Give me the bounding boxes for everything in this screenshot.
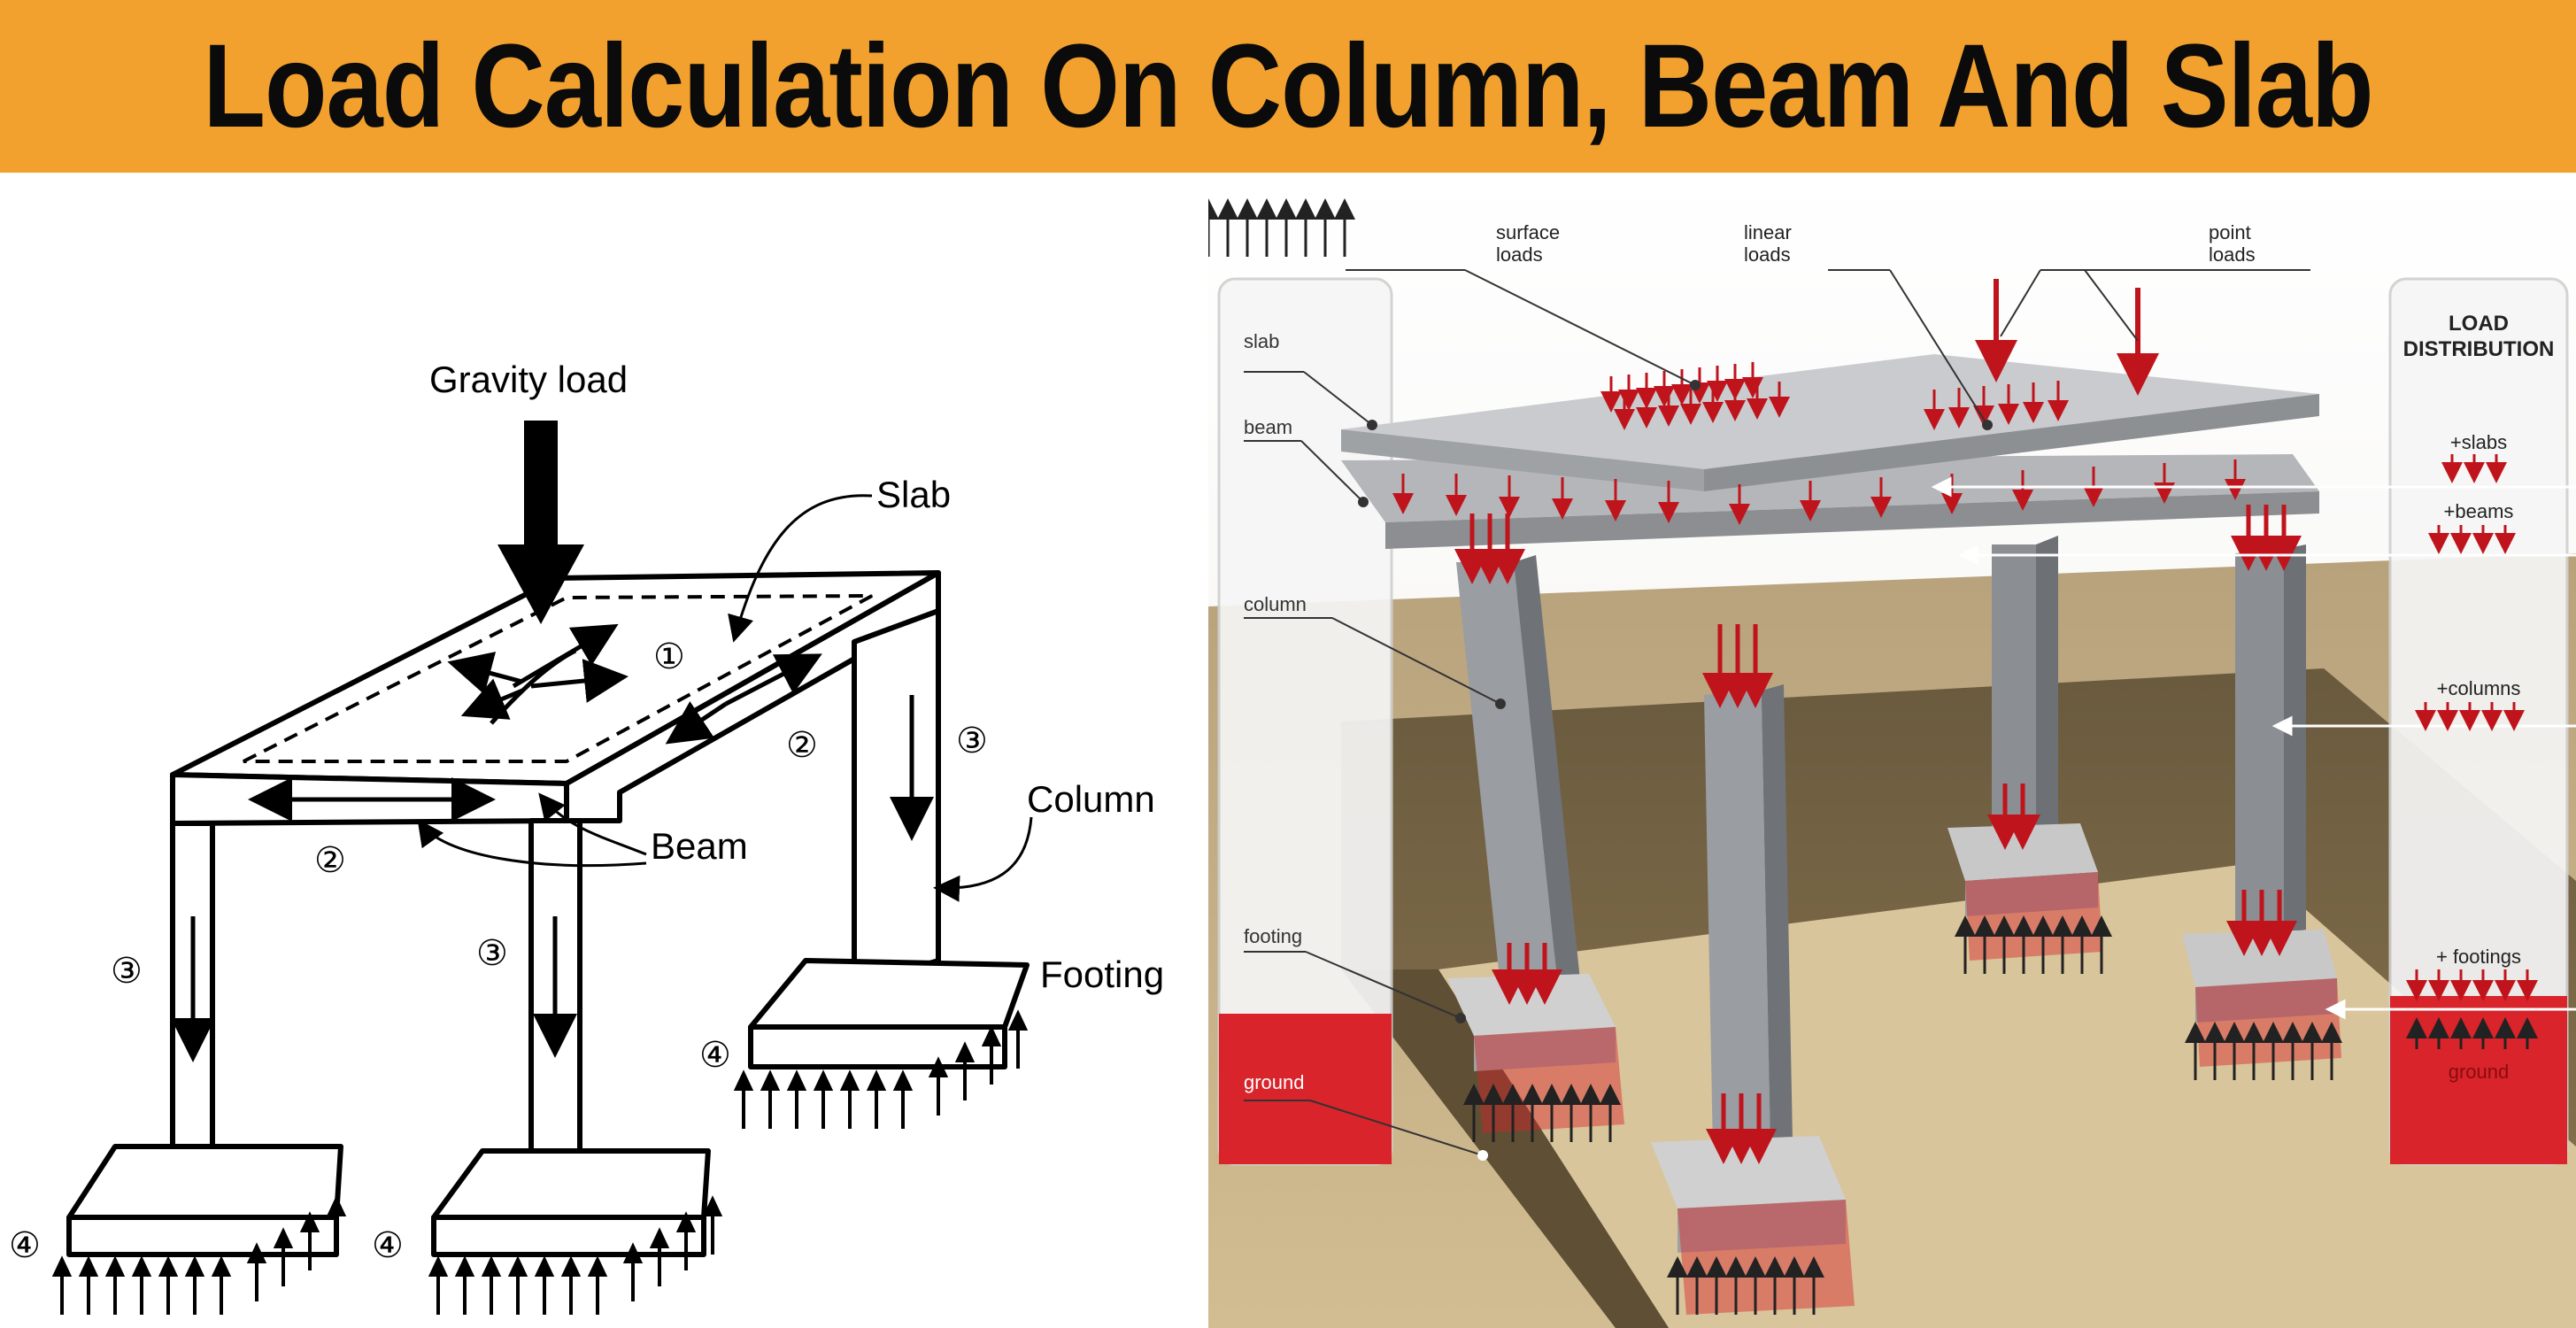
dist-slabs: +slabs: [2450, 431, 2507, 453]
slab-label: Slab: [876, 474, 951, 515]
surface-load-arrows: [1600, 362, 1790, 430]
dist-beams: +beams: [2444, 500, 2514, 522]
title-banner: Load Calculation On Column, Beam And Sla…: [0, 0, 2576, 173]
footing-left: [1447, 974, 1616, 1036]
footing-middle: [431, 1148, 711, 1220]
footing-tag: footing: [1244, 925, 1302, 947]
gravity-load-label: Gravity load: [429, 359, 628, 400]
marker-4-right: ④: [699, 1036, 731, 1075]
linear-loads-label: linear: [1744, 221, 1792, 243]
footing-label: Footing: [1040, 954, 1164, 995]
page-title: Load Calculation On Column, Beam And Sla…: [203, 20, 2373, 152]
marker-1: ①: [653, 637, 685, 676]
dist-ground: ground: [2449, 1061, 2510, 1083]
footing-front: [1651, 1136, 1846, 1208]
footing-right: [2182, 930, 2337, 987]
marker-2-right: ②: [786, 726, 818, 765]
frame-line-diagram: Gravity load Slab ① ② ② ③ ③ ③ ④ ④ ④ Beam…: [9, 359, 1164, 1316]
column-load-arrows: [1454, 505, 2302, 1164]
point-loads-label-2: loads: [2209, 243, 2256, 266]
footing-left-front: [66, 1215, 339, 1257]
load-distribution-title-2: DISTRIBUTION: [2403, 337, 2555, 361]
linear-loads-label-2: loads: [1744, 243, 1791, 266]
ground-tag: ground: [1244, 1071, 1305, 1093]
dist-columns: +columns: [2437, 677, 2521, 699]
column-tag: column: [1244, 593, 1307, 615]
point-load-arrows: [1975, 279, 2159, 396]
point-loads-label: point: [2209, 221, 2251, 243]
load-distribution-title-1: LOAD: [2449, 312, 2509, 336]
marker-4-middle: ④: [372, 1226, 404, 1265]
surface-loads-label-2: loads: [1496, 243, 1543, 266]
beam-label: Beam: [651, 825, 748, 867]
load-distribution-illustration: surface loads linear loads point loads s…: [1208, 173, 2576, 1328]
soil-reaction-arrows: [51, 1012, 1027, 1316]
footing-middle-front: [431, 1215, 706, 1257]
slab-plate: [1341, 354, 2319, 469]
column-label: Column: [1027, 778, 1155, 820]
marker-2-front: ②: [314, 841, 346, 880]
footing-left: [66, 1144, 343, 1220]
beam-tag: beam: [1244, 416, 1292, 438]
marker-4-left: ④: [9, 1226, 41, 1265]
marker-3-left: ③: [111, 952, 143, 991]
surface-loads-label: surface: [1496, 221, 1560, 243]
footing-right-front: [748, 1024, 1007, 1069]
linear-load-arrows: [1924, 381, 2069, 430]
dist-footings: + footings: [2436, 946, 2521, 968]
ground-reaction-arrows: [1208, 198, 2332, 1315]
gravity-load-arrow: [497, 421, 584, 624]
footing-back-middle: [1947, 823, 2098, 881]
slab-tag: slab: [1244, 330, 1279, 352]
footing-right: [748, 958, 1030, 1030]
column-back-right: [852, 608, 941, 981]
marker-3-right: ③: [956, 722, 988, 761]
marker-3-middle: ③: [476, 934, 508, 973]
